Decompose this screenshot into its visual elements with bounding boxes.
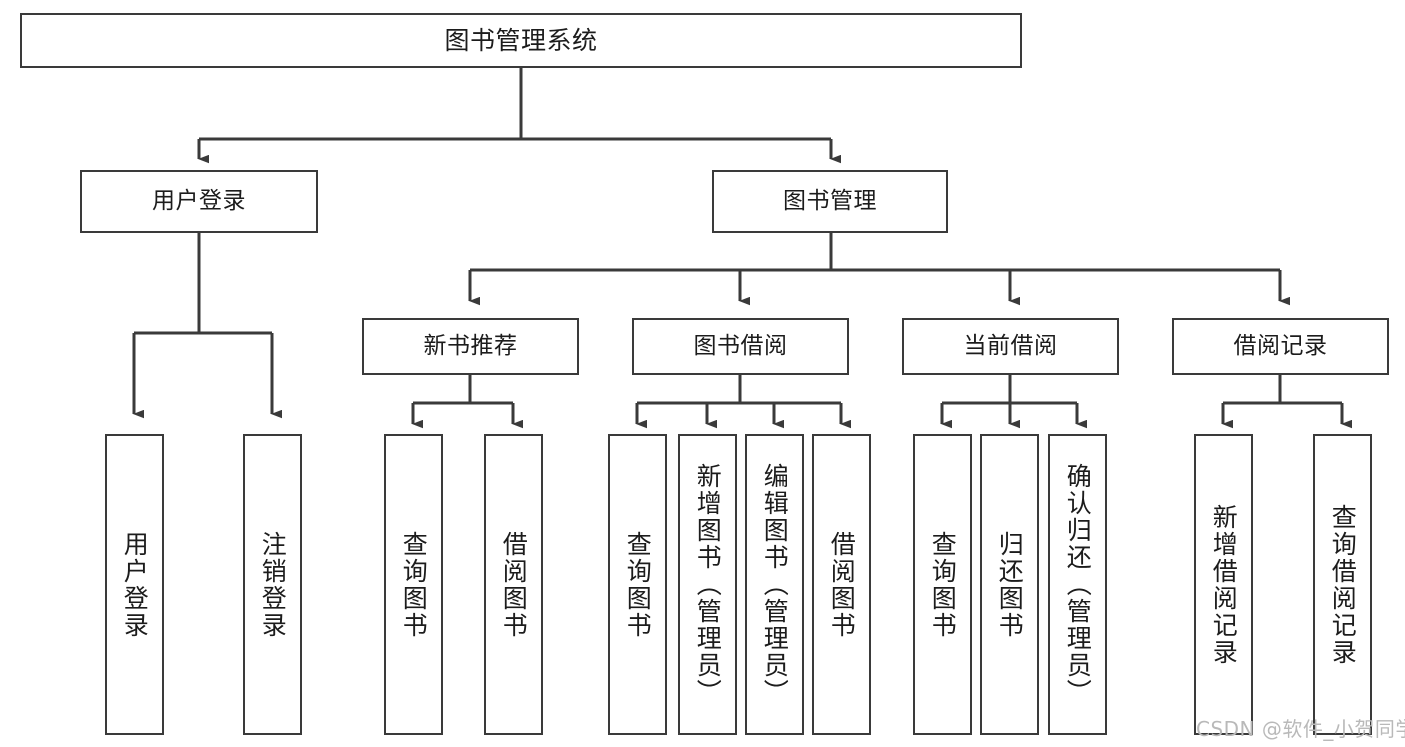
node-label: 新增图书（管理员） xyxy=(693,463,723,706)
leaf-new-book-borrow[interactable]: 借阅图书 xyxy=(484,434,543,735)
node-label: 新增借阅记录 xyxy=(1209,503,1239,666)
leaf-current-borrow-return[interactable]: 归还图书 xyxy=(980,434,1039,735)
node-label: 图书管理系统 xyxy=(444,25,598,55)
node-label: 图书管理 xyxy=(783,188,877,215)
node-label: 借阅图书 xyxy=(827,530,857,639)
node-label: 图书借阅 xyxy=(693,333,788,360)
leaf-current-borrow-confirm-return[interactable]: 确认归还（管理员） xyxy=(1048,434,1107,735)
leaf-borrow-record-query[interactable]: 查询借阅记录 xyxy=(1313,434,1372,735)
node-current-borrow[interactable]: 当前借阅 xyxy=(902,318,1119,375)
node-label: 确认归还（管理员） xyxy=(1063,463,1093,706)
node-label: 查询图书 xyxy=(623,530,653,639)
node-borrow-record[interactable]: 借阅记录 xyxy=(1172,318,1389,375)
node-label: 查询图书 xyxy=(399,530,429,639)
node-label: 用户登录 xyxy=(152,188,246,215)
node-label: 新书推荐 xyxy=(423,333,518,360)
leaf-current-borrow-query[interactable]: 查询图书 xyxy=(913,434,972,735)
node-user-login[interactable]: 用户登录 xyxy=(80,170,318,233)
node-label: 查询借阅记录 xyxy=(1328,503,1358,666)
leaf-book-borrow-lend[interactable]: 借阅图书 xyxy=(812,434,871,735)
node-label: 归还图书 xyxy=(995,530,1025,639)
leaf-book-borrow-query[interactable]: 查询图书 xyxy=(608,434,667,735)
node-label: 注销登录 xyxy=(258,530,288,639)
node-label: 借阅记录 xyxy=(1233,333,1328,360)
leaf-user-login-login[interactable]: 用户登录 xyxy=(105,434,164,735)
node-label: 查询图书 xyxy=(928,530,958,639)
leaf-new-book-query[interactable]: 查询图书 xyxy=(384,434,443,735)
node-book-borrow[interactable]: 图书借阅 xyxy=(632,318,849,375)
node-label: 编辑图书（管理员） xyxy=(760,463,790,706)
leaf-book-borrow-edit[interactable]: 编辑图书（管理员） xyxy=(745,434,804,735)
leaf-borrow-record-add[interactable]: 新增借阅记录 xyxy=(1194,434,1253,735)
node-label: 用户登录 xyxy=(120,530,150,639)
leaf-book-borrow-add[interactable]: 新增图书（管理员） xyxy=(678,434,737,735)
leaf-user-login-logout[interactable]: 注销登录 xyxy=(243,434,302,735)
node-new-book-recommend[interactable]: 新书推荐 xyxy=(362,318,579,375)
node-label: 借阅图书 xyxy=(499,530,529,639)
node-book-management[interactable]: 图书管理 xyxy=(712,170,948,233)
node-root-system[interactable]: 图书管理系统 xyxy=(20,13,1022,68)
node-label: 当前借阅 xyxy=(963,333,1058,360)
